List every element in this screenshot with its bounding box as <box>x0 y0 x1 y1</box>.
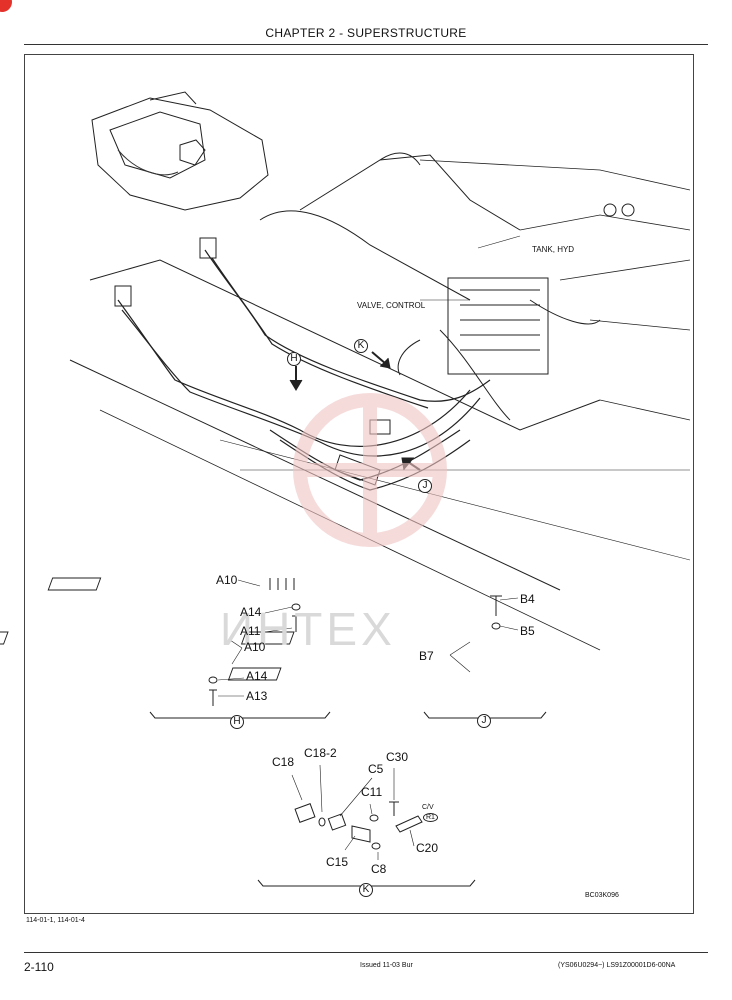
corner-badge <box>0 0 12 12</box>
detail-k-marker: K <box>359 883 373 897</box>
detail-h-parts <box>0 577 301 706</box>
label-c11: C11 <box>361 785 383 799</box>
figure-frame <box>24 54 694 914</box>
label-cv: C/V <box>422 804 434 811</box>
detail-k-parts <box>291 764 423 860</box>
label-a10-bottom: A10 <box>244 640 266 654</box>
detail-j-parts <box>227 595 519 681</box>
document-number: (YS06U0294~) LS91Z00001D6-00NA <box>558 962 676 969</box>
label-c18-2: C18-2 <box>304 746 337 760</box>
label-b5: B5 <box>520 624 535 638</box>
label-c20: C20 <box>416 841 439 855</box>
footer-divider <box>24 952 708 953</box>
issued-date: Issued 11-03 Bur <box>360 962 413 969</box>
callout-h: H <box>287 352 301 366</box>
label-c30: C30 <box>386 750 409 764</box>
watermark-emblem <box>293 393 447 547</box>
detail-h-marker: H <box>230 715 244 729</box>
label-a13: A13 <box>246 689 268 703</box>
label-c15: C15 <box>326 855 349 869</box>
label-valve-control: VALVE, CONTROL <box>357 301 426 310</box>
watermark-text: ИНТЕХ <box>220 603 396 655</box>
label-a11: A11 <box>240 624 261 638</box>
label-c5: C5 <box>368 762 384 776</box>
detail-j-marker: J <box>477 714 491 728</box>
label-c8: C8 <box>371 862 387 876</box>
callout-j: J <box>418 479 432 493</box>
label-tank-hyd: TANK, HYD <box>532 245 575 254</box>
label-b4: B4 <box>520 592 535 606</box>
page-title: CHAPTER 2 - SUPERSTRUCTURE <box>265 26 467 40</box>
reference-codes: 114-01-1, 114-01-4 <box>26 917 85 924</box>
label-r1: R1 <box>423 813 438 822</box>
label-a14-bottom: A14 <box>246 669 268 683</box>
page-number: 2-110 <box>24 960 54 974</box>
label-c18: C18 <box>272 755 295 769</box>
inset-machine <box>91 97 269 211</box>
callout-k: K <box>354 339 368 353</box>
label-a14-top: A14 <box>240 605 262 619</box>
label-b7: B7 <box>419 649 434 663</box>
figure-id: BC03K096 <box>585 892 619 899</box>
label-a10-top: A10 <box>216 573 238 587</box>
header-divider <box>24 44 708 45</box>
